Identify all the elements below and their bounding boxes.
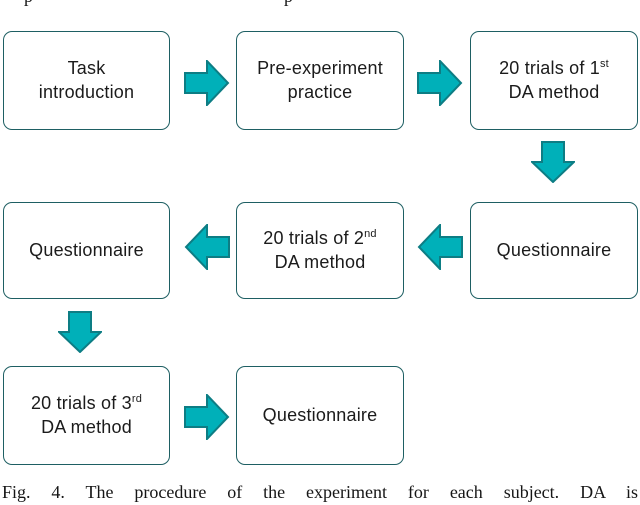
flow-box-questionnaire-2: Questionnaire: [3, 202, 170, 299]
flow-box-label-text: 20 trials of 1: [499, 57, 600, 78]
figure-caption: Fig. 4. The procedure of the experiment …: [2, 482, 638, 502]
flow-box-trials-3rd-da-method: 20 trials of 3rd DA method: [3, 366, 170, 465]
clipped-text-fragment: p: [24, 0, 33, 5]
flow-box-label-text: 20 trials of 3: [30, 392, 132, 413]
flow-box-label: Questionnaire: [29, 239, 144, 260]
arrow-left-icon: [184, 224, 230, 270]
flow-box-label-text: DA method: [41, 416, 132, 437]
flow-box-label-text: DA method: [508, 81, 600, 102]
arrow-right-icon: [184, 60, 230, 106]
flow-box-trials-1st-da-method: 20 trials of 1st DA method: [470, 31, 638, 130]
flow-box-label: 20 trials of 3rd DA method: [31, 392, 142, 440]
arrow-right-icon: [417, 60, 463, 106]
flow-box-task-introduction: Task introduction: [3, 31, 170, 130]
flow-box-label-text: DA method: [274, 251, 366, 272]
flow-box-questionnaire-3: Questionnaire: [236, 366, 404, 465]
flow-box-label: Questionnaire: [262, 404, 378, 425]
ordinal-superscript: rd: [131, 392, 143, 405]
arrow-down-icon: [531, 141, 575, 183]
clipped-text-fragment: p: [284, 0, 293, 5]
ordinal-superscript: nd: [364, 227, 377, 240]
flow-box-label-text: 20 trials of 2: [263, 227, 365, 248]
flow-box-label: Pre-experiment practice: [257, 57, 383, 102]
flow-box-trials-2nd-da-method: 20 trials of 2nd DA method: [236, 202, 404, 299]
flow-box-pre-experiment-practice: Pre-experiment practice: [236, 31, 404, 130]
arrow-down-icon: [58, 311, 102, 353]
arrow-left-icon: [417, 224, 463, 270]
flow-box-label: Questionnaire: [496, 239, 612, 260]
flow-box-label: 20 trials of 1st DA method: [499, 57, 609, 105]
flow-box-label: Task introduction: [38, 57, 135, 102]
arrow-right-icon: [184, 394, 230, 440]
ordinal-superscript: st: [599, 57, 609, 70]
flow-box-questionnaire-1: Questionnaire: [470, 202, 638, 299]
flow-box-label: 20 trials of 2nd DA method: [263, 227, 377, 275]
